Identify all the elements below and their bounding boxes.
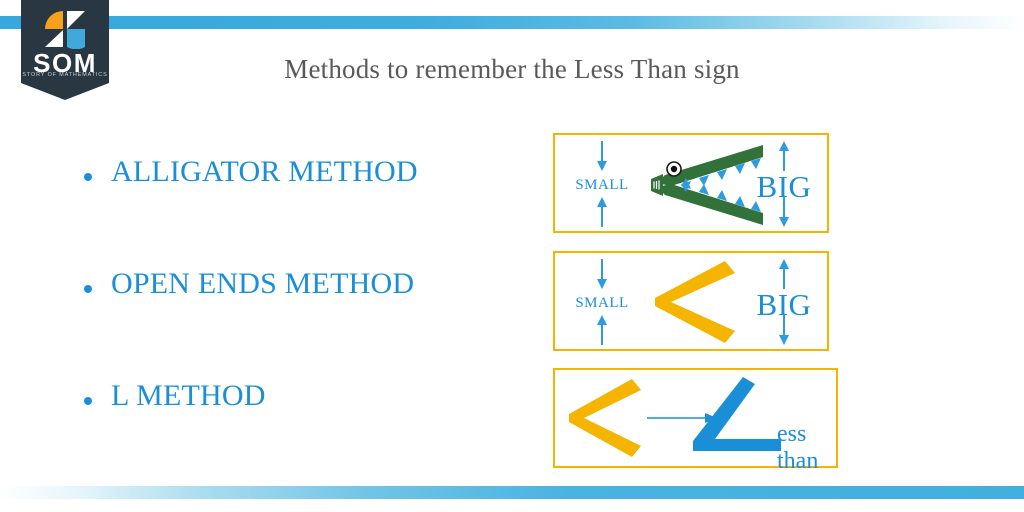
arrow-down-icon	[597, 141, 607, 171]
list-item[interactable]: L METHOD	[84, 379, 514, 491]
som-logo-tagline: STORY OF MATHEMATICS	[22, 72, 108, 78]
bullet-dot-icon	[84, 285, 92, 293]
arrow-up-icon	[779, 141, 789, 171]
alligator-icon	[651, 145, 763, 225]
som-logo-shield[interactable]: SOM STORY OF MATHEMATICS	[21, 0, 109, 100]
list-item[interactable]: OPEN ENDS METHOD	[84, 267, 514, 379]
bullet-label-open-ends: OPEN ENDS METHOD	[111, 267, 415, 300]
page-title: Methods to remember the Less Than sign	[284, 54, 740, 84]
bottom-decorative-bar	[0, 486, 1024, 499]
bullet-label-l-method: L METHOD	[111, 379, 266, 412]
som-logo-mark-icon	[45, 11, 85, 49]
label-big: BIG	[756, 287, 812, 322]
arrow-down-icon	[779, 197, 789, 227]
arrow-down-icon	[779, 315, 789, 345]
arrow-up-icon	[597, 197, 607, 227]
label-big: BIG	[756, 169, 812, 204]
bullet-dot-icon	[84, 397, 92, 405]
less-than-chevron-icon	[655, 261, 735, 343]
less-than-chevron-icon	[569, 379, 641, 457]
less-than-result-text: ess than	[777, 421, 819, 474]
arrow-up-icon	[597, 315, 607, 345]
top-decorative-bar	[0, 16, 1024, 29]
label-small: SMALL	[575, 295, 629, 311]
diagram-box-open-ends: SMALL BIG	[553, 251, 829, 351]
rotated-l-icon	[693, 377, 781, 451]
method-list: ALLIGATOR METHOD OPEN ENDS METHOD L METH…	[84, 155, 514, 491]
diagram-box-alligator: SMALL	[553, 133, 829, 233]
bullet-label-alligator: ALLIGATOR METHOD	[111, 155, 418, 188]
som-logo-text: SOM	[33, 48, 97, 78]
arrow-up-icon	[779, 259, 789, 289]
bullet-dot-icon	[84, 173, 92, 181]
arrow-down-icon	[597, 259, 607, 289]
diagram-box-l-method: ess than	[553, 368, 838, 474]
label-small: SMALL	[575, 177, 629, 193]
list-item[interactable]: ALLIGATOR METHOD	[84, 155, 514, 267]
